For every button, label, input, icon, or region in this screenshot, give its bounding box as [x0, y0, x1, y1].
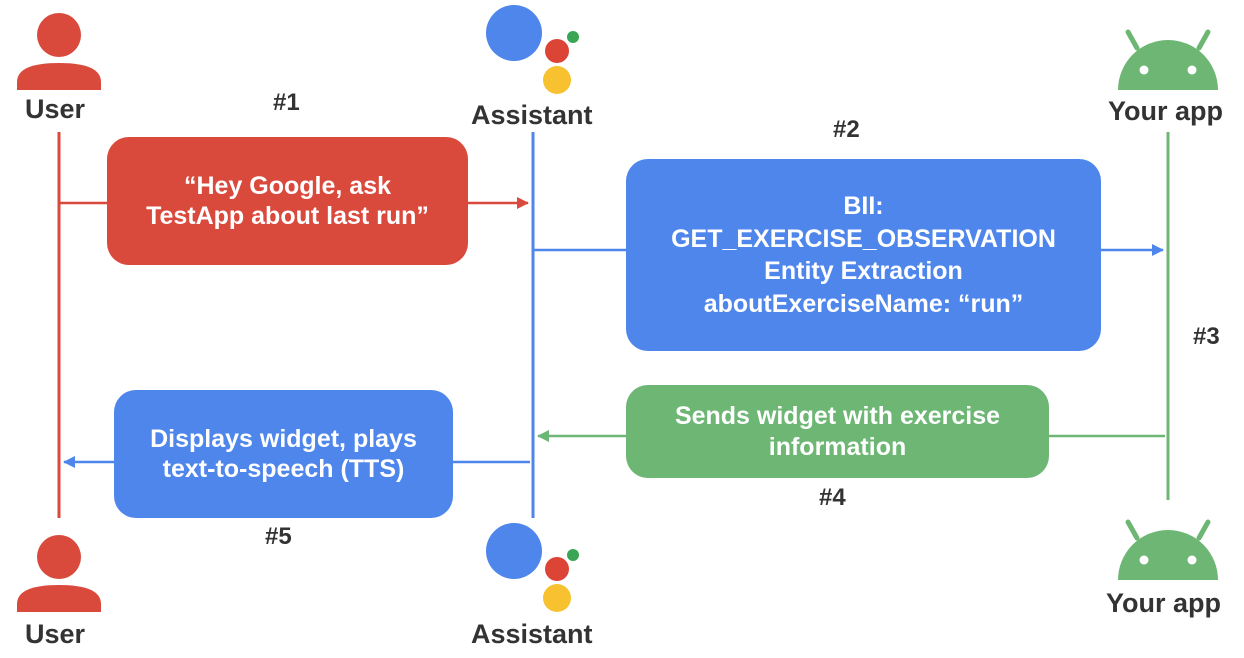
- message-box-bii: BII: GET_EXERCISE_OBSERVATION Entity Ext…: [626, 159, 1101, 351]
- android-icon-bottom: [1118, 519, 1218, 580]
- google-assistant-logo-top: [486, 5, 579, 94]
- app-label-top: Your app: [1108, 96, 1224, 126]
- step-label-5: #5: [265, 523, 292, 550]
- message-box-display-widget: Displays widget, plays text-to-speech (T…: [114, 390, 453, 518]
- message-box-user-request: “Hey Google, ask TestApp about last run”: [107, 137, 468, 265]
- step-label-3: #3: [1193, 323, 1220, 350]
- message-line: aboutExerciseName: “run”: [703, 289, 1024, 318]
- message-line: Displays widget, plays: [150, 424, 417, 453]
- user-label-top: User: [25, 94, 86, 124]
- android-icon-top: [1118, 29, 1218, 90]
- app-label-bottom: Your app: [1106, 588, 1222, 618]
- message-line: text-to-speech (TTS): [162, 455, 405, 483]
- step-label-2: #2: [833, 116, 860, 143]
- message-line: TestApp about last run”: [146, 202, 429, 230]
- assistant-label-top: Assistant: [471, 100, 593, 130]
- message-line: Entity Extraction: [764, 257, 963, 285]
- step-label-1: #1: [273, 89, 300, 116]
- google-assistant-logo-bottom: [486, 523, 579, 612]
- user-icon-bottom: [17, 535, 101, 612]
- message-line: information: [768, 432, 907, 461]
- message-line: “Hey Google, ask: [183, 171, 392, 200]
- assistant-label-bottom: Assistant: [471, 619, 593, 649]
- message-line: Sends widget with exercise: [674, 402, 1001, 430]
- message-line: BII:: [843, 192, 884, 220]
- message-line: GET_EXERCISE_OBSERVATION: [671, 224, 1056, 253]
- user-icon-top: [17, 13, 101, 90]
- message-box-widget-response: Sends widget with exercise information: [626, 385, 1049, 478]
- step-label-4: #4: [819, 484, 846, 511]
- user-label-bottom: User: [25, 619, 86, 649]
